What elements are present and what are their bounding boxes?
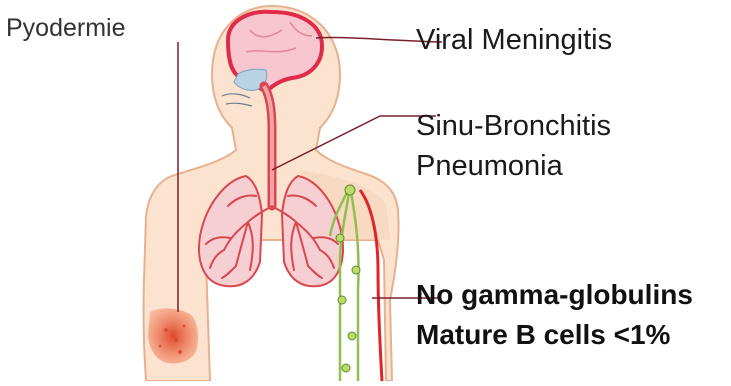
label-no-gamma-globulins: No gamma-globulins xyxy=(416,279,693,311)
label-mature-b-cells: Mature B cells <1% xyxy=(416,319,670,351)
label-viral-meningitis: Viral Meningitis xyxy=(416,24,612,57)
label-sinu-bronchitis: Sinu-Bronchitis xyxy=(416,110,611,143)
label-pyodermie: Pyodermie xyxy=(6,14,126,43)
skin-lesion xyxy=(148,308,198,363)
label-pneumonia: Pneumonia xyxy=(416,150,563,183)
